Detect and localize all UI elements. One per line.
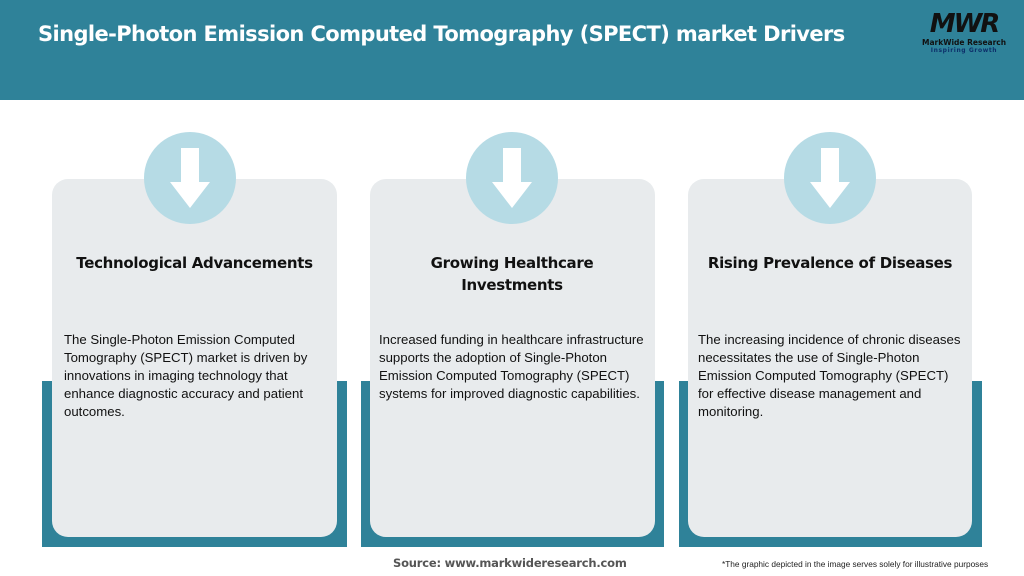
header-banner: Single-Photon Emission Computed Tomograp…: [0, 0, 1024, 100]
company-logo: MWR MarkWide Research Inspiring Growth: [922, 10, 1006, 60]
disclaimer-text: *The graphic depicted in the image serve…: [722, 559, 989, 569]
arrow-down-icon: [170, 148, 210, 208]
card-body: Increased funding in healthcare infrastr…: [379, 332, 644, 401]
card-body: The Single-Photon Emission Computed Tomo…: [64, 332, 308, 419]
driver-card-technological-advancements: Technological Advancements The Single-Ph…: [52, 179, 337, 537]
source-link[interactable]: Source: www.markwideresearch.com: [393, 556, 627, 570]
icon-circle: [784, 132, 876, 224]
card-body: The increasing incidence of chronic dise…: [698, 332, 961, 419]
card-title: Growing Healthcare Investments: [430, 254, 594, 294]
driver-card-rising-prevalence-of-diseases: Rising Prevalence of Diseases The increa…: [688, 179, 972, 537]
card-title: Technological Advancements: [76, 254, 313, 272]
icon-circle: [466, 132, 558, 224]
card-title: Rising Prevalence of Diseases: [707, 254, 953, 272]
page-title: Single-Photon Emission Computed Tomograp…: [38, 22, 845, 46]
arrow-down-icon: [810, 148, 850, 208]
driver-card-growing-healthcare-investments: Growing Healthcare Investments Increased…: [370, 179, 655, 537]
logo-tagline: Inspiring Growth: [930, 47, 998, 54]
logo-mark: MWR: [929, 9, 1001, 39]
icon-circle: [144, 132, 236, 224]
arrow-down-icon: [492, 148, 532, 208]
logo-name: MarkWide Research: [922, 38, 1007, 47]
